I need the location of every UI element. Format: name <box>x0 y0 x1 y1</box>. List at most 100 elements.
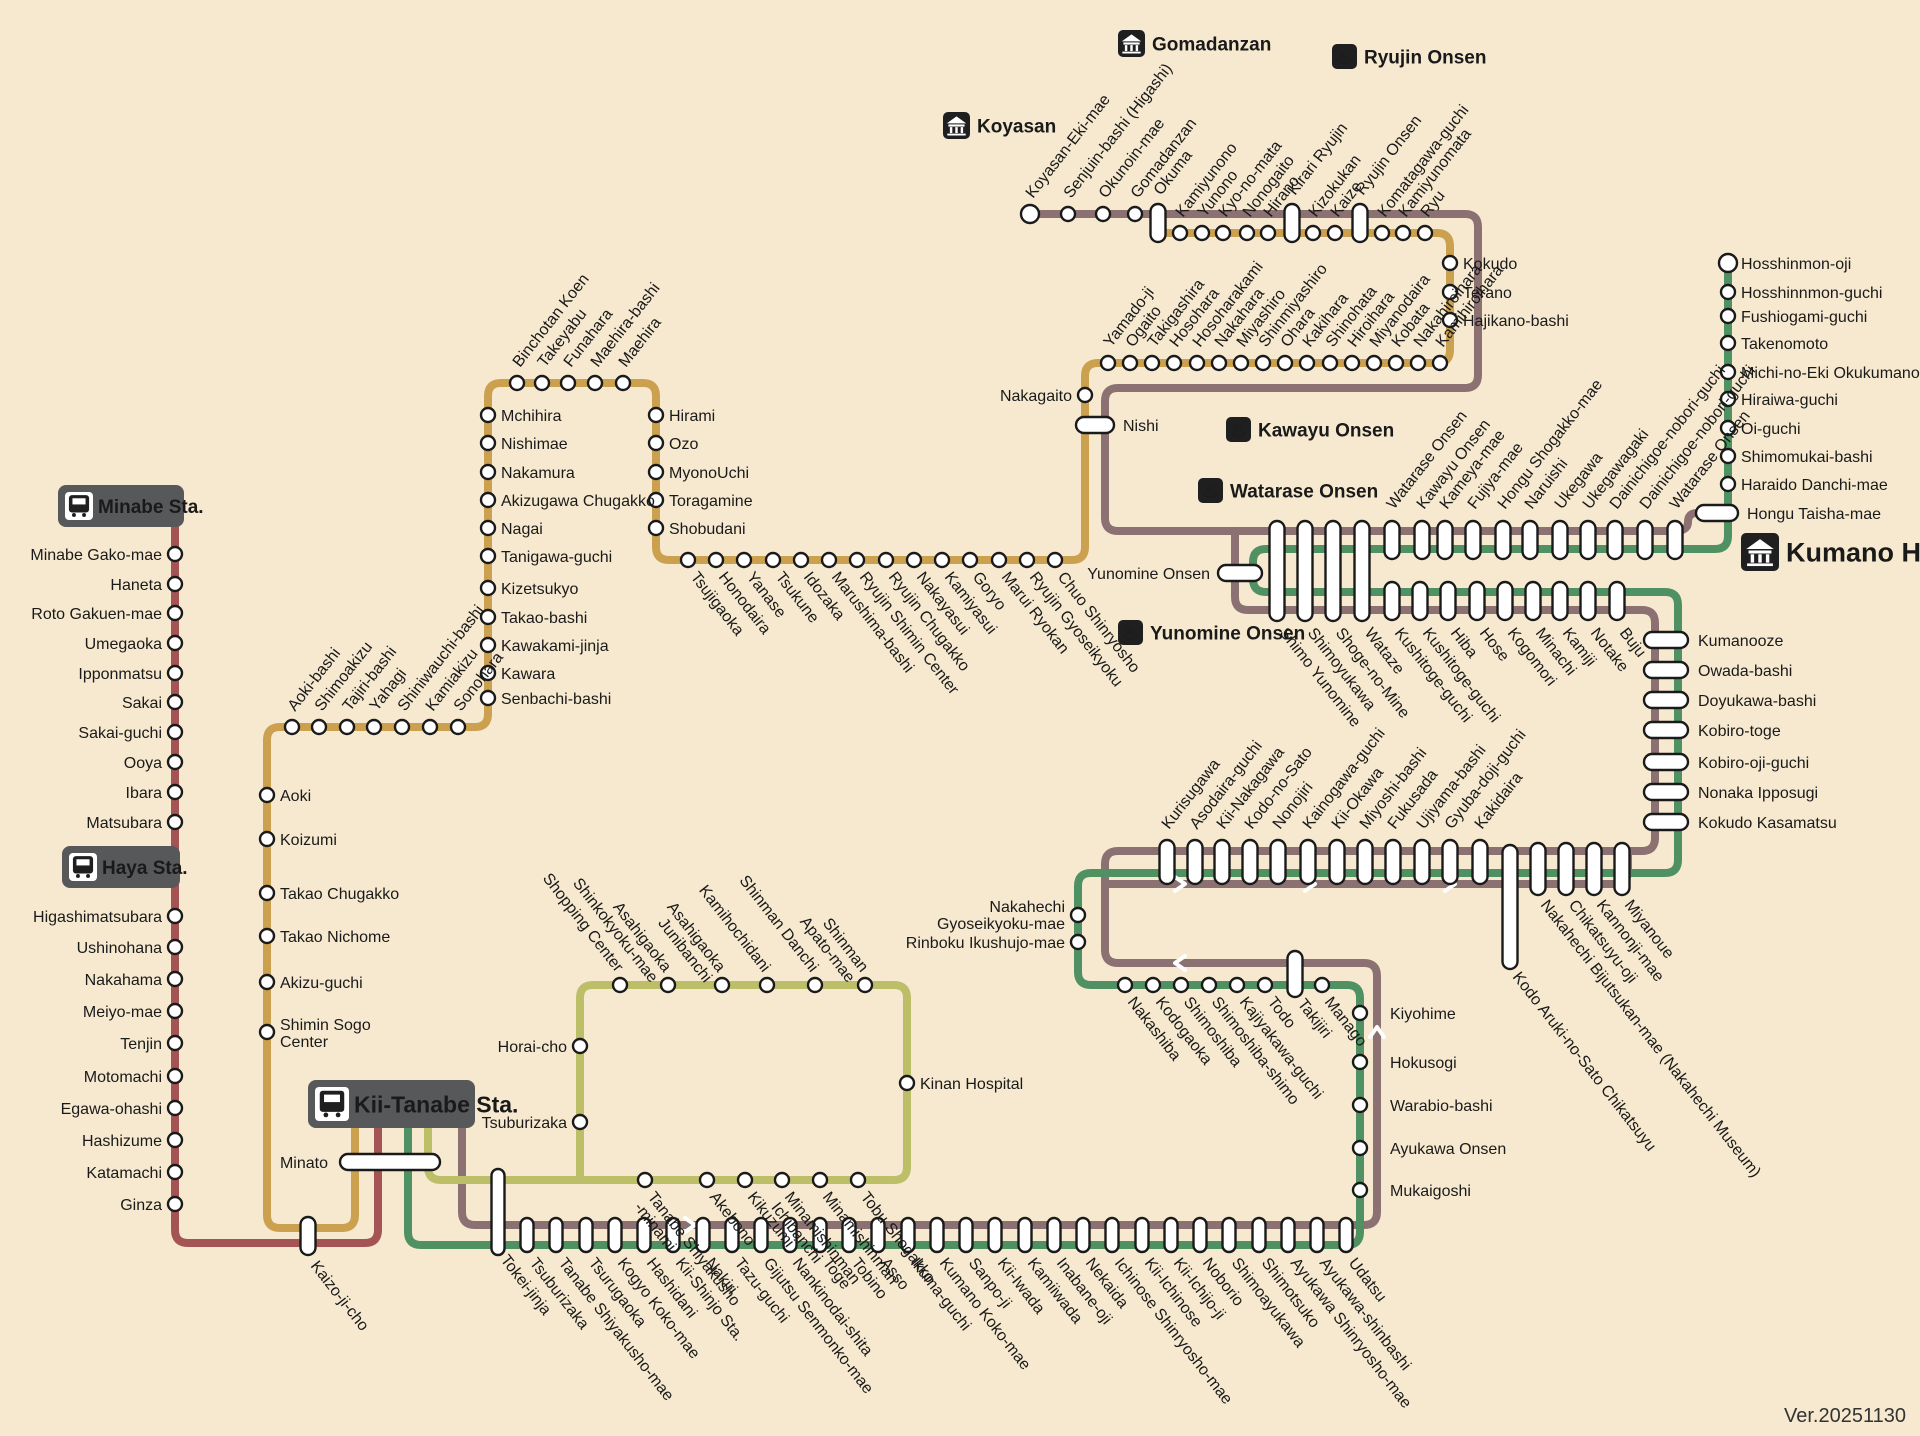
station-shinmiyashiro[interactable] <box>1254 354 1272 372</box>
station-akizu-guchi[interactable] <box>258 973 276 991</box>
station-kodogaoka[interactable] <box>1144 976 1162 994</box>
station-ryujin-shimin-center[interactable] <box>848 551 866 569</box>
station-naruishi[interactable] <box>1521 519 1539 561</box>
station-senbachi-bashi[interactable] <box>479 689 497 707</box>
station-hongu-taisha-mae[interactable] <box>1694 503 1740 523</box>
station-mchihira[interactable] <box>479 406 497 424</box>
station-chikatsuyu-oji[interactable] <box>1557 841 1575 897</box>
station-ogaito[interactable] <box>1121 354 1139 372</box>
station-hiroihara[interactable] <box>1343 354 1361 372</box>
station-tanabe-shiyakusho-mae[interactable] <box>548 1216 564 1254</box>
station-takeyabu[interactable] <box>533 374 551 392</box>
station-asahigaoka-junibanchi[interactable] <box>713 976 731 994</box>
station-sakai-guchi[interactable] <box>166 723 184 741</box>
station-kogyo-koko-mae[interactable] <box>607 1216 623 1254</box>
station-hongu-shogakko-mae[interactable] <box>1494 519 1512 561</box>
station-meiyo-mae[interactable] <box>166 1002 184 1020</box>
station-shopping-center[interactable] <box>611 976 629 994</box>
station-nakahara[interactable] <box>1210 354 1228 372</box>
station-takigashira[interactable] <box>1143 354 1161 372</box>
station-tsuburizaka[interactable] <box>571 1113 589 1131</box>
station-kajiyakawa-guchi[interactable] <box>1228 976 1246 994</box>
station-miyanodaira[interactable] <box>1365 354 1383 372</box>
station-minachi[interactable] <box>1524 580 1542 622</box>
station-miyoshi-bashi[interactable] <box>1356 838 1374 886</box>
poi-kumano-hongu[interactable]: Kumano Hongu <box>1741 533 1920 571</box>
poi-koyasan[interactable]: Koyasan <box>943 112 1056 139</box>
station-kamihiroihara[interactable] <box>1431 354 1449 372</box>
station-nakahechi-bijutsukan-mae-nakahechi-museum[interactable] <box>1529 841 1547 897</box>
station-nakahechi-gyoseikyoku-mae[interactable] <box>1069 906 1087 924</box>
station-kainogawa-guchi[interactable] <box>1299 838 1317 886</box>
station-shimin-sogo-center[interactable] <box>258 1023 276 1041</box>
station-koizumi[interactable] <box>258 830 276 848</box>
station-kobiro-oji-guchi[interactable] <box>1642 752 1690 772</box>
station-kamihochidani[interactable] <box>758 976 776 994</box>
station-koyasan-eki-mae[interactable] <box>1019 203 1041 225</box>
station-hiba[interactable] <box>1439 580 1457 622</box>
poi-gomadanzan[interactable]: Gomadanzan <box>1118 30 1271 57</box>
station-yanase[interactable] <box>735 551 753 569</box>
station-honodaira[interactable] <box>707 551 725 569</box>
station-nakagaito[interactable] <box>1076 386 1094 404</box>
station-ozo[interactable] <box>647 434 665 452</box>
station-shimoyukawa[interactable] <box>1296 519 1314 623</box>
station-kaizo-ji-cho[interactable] <box>299 1215 317 1257</box>
station-kii-nakagawa[interactable] <box>1213 838 1231 886</box>
station-ipponmatsu[interactable] <box>166 664 184 682</box>
station-akizugawa-chugakko[interactable] <box>479 491 497 509</box>
poi-watarase-onsen-header[interactable]: ♨Watarase Onsen <box>1198 478 1378 503</box>
station-ukegawa[interactable] <box>1551 519 1569 561</box>
station-hirami[interactable] <box>647 406 665 424</box>
station-rinboku-ikushujo-mae[interactable] <box>1069 933 1087 951</box>
station-chuo-shinryosho[interactable] <box>1046 551 1064 569</box>
station-egawa-ohashi[interactable] <box>166 1099 184 1117</box>
station-yunomine-onsen[interactable] <box>1216 563 1264 583</box>
station-funahara[interactable] <box>559 374 577 392</box>
station-nakamura[interactable] <box>479 463 497 481</box>
station-terano[interactable] <box>1441 283 1459 301</box>
station-asahigaoka-shinkokyoku-mae[interactable] <box>659 976 677 994</box>
poi-yunomine-onsen-header[interactable]: ♨Yunomine Onsen <box>1118 620 1305 645</box>
station-tsujigaoka[interactable] <box>679 551 697 569</box>
station-kakidaira[interactable] <box>1471 838 1489 886</box>
station-katamachi[interactable] <box>166 1163 184 1181</box>
station-ukegawagaki[interactable] <box>1579 519 1597 561</box>
station-hiraiwa-guchi[interactable] <box>1719 390 1737 408</box>
station-ujiyama-bashi[interactable] <box>1413 838 1431 886</box>
station-shinman-apato-mae[interactable] <box>856 976 874 994</box>
station-kawara[interactable] <box>479 664 497 682</box>
station-oi-guchi[interactable] <box>1719 419 1737 437</box>
station-asodaira-guchi[interactable] <box>1186 838 1204 886</box>
station-tazu-guchi[interactable] <box>724 1216 740 1254</box>
station-ikuma-guchi[interactable] <box>900 1216 916 1254</box>
station-shimoshiba[interactable] <box>1172 976 1190 994</box>
station-umegaoka[interactable] <box>166 634 184 652</box>
station-tanabe-shiyakusho-minami[interactable] <box>636 1171 654 1189</box>
station-idozaka[interactable] <box>792 551 810 569</box>
station-shinman-danchi[interactable] <box>806 976 824 994</box>
station-sakai[interactable] <box>166 693 184 711</box>
station-tobu-shogakko[interactable] <box>849 1171 867 1189</box>
station-tsuburizaka[interactable] <box>519 1216 535 1254</box>
station-shimotsuko[interactable] <box>1251 1216 1267 1254</box>
station-kizetsukyo[interactable] <box>479 579 497 597</box>
station-kameya-mae[interactable] <box>1436 519 1454 561</box>
station-kii-iwada[interactable] <box>987 1216 1003 1254</box>
station-kurisugawa[interactable] <box>1158 838 1176 886</box>
station-shimoshiba-shimo[interactable] <box>1200 976 1218 994</box>
station-nishimae[interactable] <box>479 434 497 452</box>
station-nakahiroihara[interactable] <box>1409 354 1427 372</box>
station-nakiri[interactable] <box>695 1216 711 1254</box>
station-kawakami-jinja[interactable] <box>479 636 497 654</box>
station-marui-ryokan[interactable] <box>990 551 1008 569</box>
station-shimo-yunomine[interactable] <box>1268 519 1286 623</box>
station-hashidani[interactable] <box>636 1216 652 1254</box>
station-noborio[interactable] <box>1192 1216 1208 1254</box>
station-binchotan-koen[interactable] <box>508 374 526 392</box>
station-kizokukan[interactable] <box>1304 224 1322 242</box>
station-minabe-gako-mae[interactable] <box>166 545 184 563</box>
station-takao-chugakko[interactable] <box>258 884 276 902</box>
station-kinan-hospital[interactable] <box>898 1074 916 1092</box>
station-haneta[interactable] <box>166 575 184 593</box>
